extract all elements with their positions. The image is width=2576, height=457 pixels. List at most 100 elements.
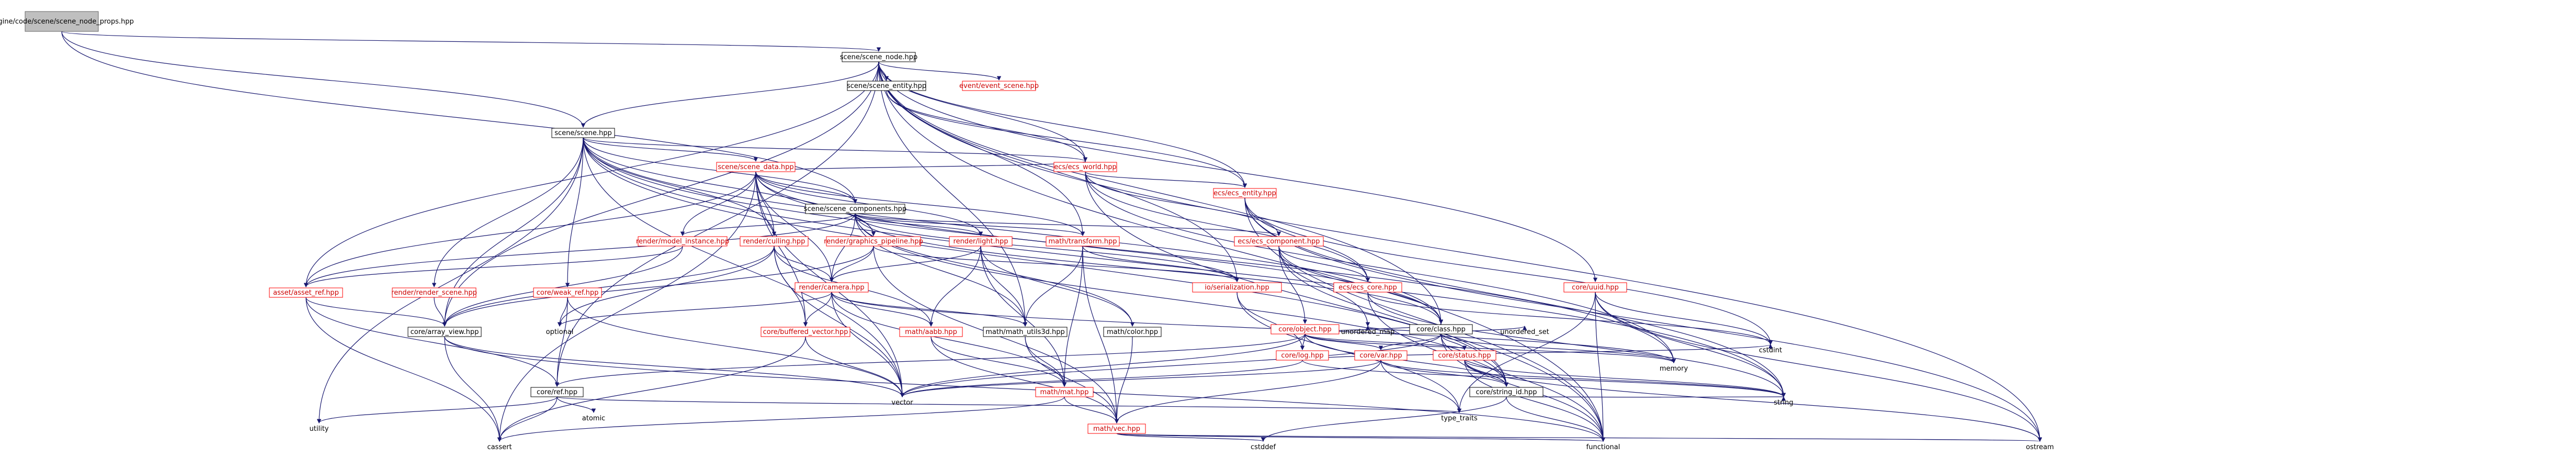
node-event-scene[interactable]: event/event_scene.hpp (959, 81, 1039, 91)
node-label: event/event_scene.hpp (959, 82, 1039, 90)
edge-ecs_core-to-functional (1367, 292, 1606, 442)
node-math-mat[interactable]: math/mat.hpp (1035, 387, 1094, 397)
edge-scene_components-to-serialization (855, 213, 1240, 282)
node-aabb[interactable]: math/aabb.hpp (899, 327, 963, 337)
edge-asset_ref-to-core_ref (305, 297, 560, 387)
edge-root-to-scene (61, 31, 586, 128)
edge-serialization-to-core_log (1236, 292, 1305, 350)
node-model-instance[interactable]: render/model_instance.hpp (636, 236, 729, 247)
node-label: render/model_instance.hpp (636, 238, 729, 246)
node-ecs-core[interactable]: ecs/ecs_core.hpp (1333, 282, 1402, 293)
node-scene-node[interactable]: scene/scene_node.hpp (840, 52, 918, 62)
node-core-status[interactable]: core/status.hpp (1433, 350, 1496, 361)
edge-render_scene-to-array_view (434, 297, 447, 327)
node-label: core/weak_ref.hpp (537, 289, 599, 297)
node-box (1563, 282, 1627, 293)
node-core-uuid[interactable]: core/uuid.hpp (1563, 282, 1627, 293)
edge-ecs_world-to-memory (1085, 171, 1676, 363)
node-transform[interactable]: math/transform.hpp (1046, 236, 1120, 247)
node-buffered-vector[interactable]: core/buffered_vector.hpp (761, 327, 850, 337)
edge-scene_node-to-ostream (878, 61, 2042, 442)
edge-model_instance-to-asset_ref (303, 246, 683, 287)
edge-scene-to-string (583, 137, 1786, 397)
node-box (795, 282, 869, 293)
node-ecs-world[interactable]: ecs/ecs_world.hpp (1053, 162, 1117, 172)
node-array-view[interactable]: core/array_view.hpp (407, 327, 482, 337)
node-label: asset/asset_ref.hpp (273, 289, 339, 297)
edge-camera-to-math_mat (831, 292, 1067, 387)
node-label: render/render_scene.hpp (391, 289, 477, 297)
edge-scene_components-to-asset_ref (303, 213, 856, 287)
edge-array_view-to-functional (444, 336, 1606, 442)
node-label: core/object.hpp (1278, 326, 1331, 333)
node-render-scene[interactable]: render/render_scene.hpp (391, 287, 477, 298)
node-serialization[interactable]: io/serialization.hpp (1192, 282, 1282, 293)
node-label: math/color.hpp (1107, 328, 1158, 336)
edge-ecs_world-to-functional (1085, 171, 1606, 442)
node-box (1046, 236, 1120, 247)
node-scene-entity[interactable]: scene/scene_entity.hpp (847, 81, 926, 91)
node-vector: vector (891, 399, 913, 407)
node-label: core/class.hpp (1416, 326, 1466, 333)
node-label: render/culling.hpp (743, 238, 805, 246)
node-core-var[interactable]: core/var.hpp (1354, 350, 1408, 361)
edge-core_status-to-string (1464, 360, 1786, 397)
edge-scene-to-utility (316, 137, 584, 423)
node-culling[interactable]: render/culling.hpp (740, 236, 809, 247)
node-label: render/light.hpp (954, 238, 1008, 246)
node-weak-ref[interactable]: core/weak_ref.hpp (533, 287, 602, 298)
node-box (530, 387, 584, 397)
node-graphics-pipeline[interactable]: render/graphics_pipeline.hpp (824, 236, 923, 247)
edge-scene_node-to-scene (581, 61, 879, 128)
node-ecs-component[interactable]: ecs/ecs_component.hpp (1234, 236, 1324, 247)
node-light[interactable]: render/light.hpp (949, 236, 1013, 247)
node-box (1333, 282, 1402, 293)
node-core-class[interactable]: core/class.hpp (1409, 324, 1473, 335)
edge-scene-to-weak_ref (565, 137, 584, 287)
node-optional: optional (546, 328, 574, 336)
edge-ecs_core-to-cstdint (1367, 292, 1773, 345)
node-atomic: atomic (582, 415, 605, 422)
node-core-object[interactable]: core/object.hpp (1270, 324, 1340, 335)
edge-core_var-to-string (1380, 360, 1786, 397)
edge-core_object-to-core_var (1304, 333, 1383, 350)
node-label: scene/scene_data.hpp (718, 163, 793, 171)
node-ecs-entity[interactable]: ecs/ecs_entity.hpp (1213, 188, 1277, 198)
node-label: core/uuid.hpp (1572, 284, 1619, 292)
node-math-vec[interactable]: math/vec.hpp (1087, 423, 1146, 434)
edge-core_ref-to-atomic (557, 396, 596, 413)
node-scene-data[interactable]: scene/scene_data.hpp (716, 162, 796, 172)
edge-scene-to-render_scene (432, 137, 584, 287)
node-box (1354, 350, 1408, 361)
edge-core_var-to-type_traits (1380, 360, 1462, 413)
node-math-color[interactable]: math/color.hpp (1103, 327, 1162, 337)
edge-scene_data-to-ecs_world (755, 161, 1087, 172)
node-camera[interactable]: render/camera.hpp (795, 282, 869, 293)
edge-core_uuid-to-functional (1595, 292, 1606, 442)
edge-math_mat-to-math_vec (1064, 396, 1119, 423)
node-box (638, 236, 728, 247)
node-box (962, 81, 1036, 91)
node-core-ref[interactable]: core/ref.hpp (530, 387, 584, 397)
edge-core_var-to-vector (900, 360, 1381, 397)
edge-scene_node-to-core_ref (554, 61, 879, 387)
node-string-id[interactable]: core/string_id.hpp (1469, 387, 1544, 397)
edge-scene_components-to-camera (829, 213, 856, 282)
node-scene-components[interactable]: scene/scene_components.hpp (804, 204, 906, 214)
node-scene[interactable]: scene/scene.hpp (551, 128, 615, 138)
node-box (25, 11, 99, 32)
edge-culling-to-camera (774, 246, 834, 282)
node-memory: memory (1660, 365, 1688, 373)
edge-core_log-to-vector (900, 360, 1303, 397)
node-box (847, 81, 926, 91)
node-root[interactable]: engine/code/scene/scene_node_props.hpp (0, 11, 134, 32)
graph-edges (61, 31, 2042, 442)
node-core-log[interactable]: core/log.hpp (1276, 350, 1329, 361)
edge-scene_node-to-core_class (878, 61, 1444, 324)
edge-ecs_component-to-ecs_core (1278, 246, 1370, 282)
node-math-utils3d[interactable]: math/math_utils3d.hpp (983, 327, 1068, 337)
edge-core_ref-to-utility (316, 396, 558, 423)
node-asset-ref[interactable]: asset/asset_ref.hpp (269, 287, 343, 298)
edge-culling-to-array_view (442, 246, 775, 327)
edge-ecs_component-to-unordered_map (1278, 246, 1370, 327)
